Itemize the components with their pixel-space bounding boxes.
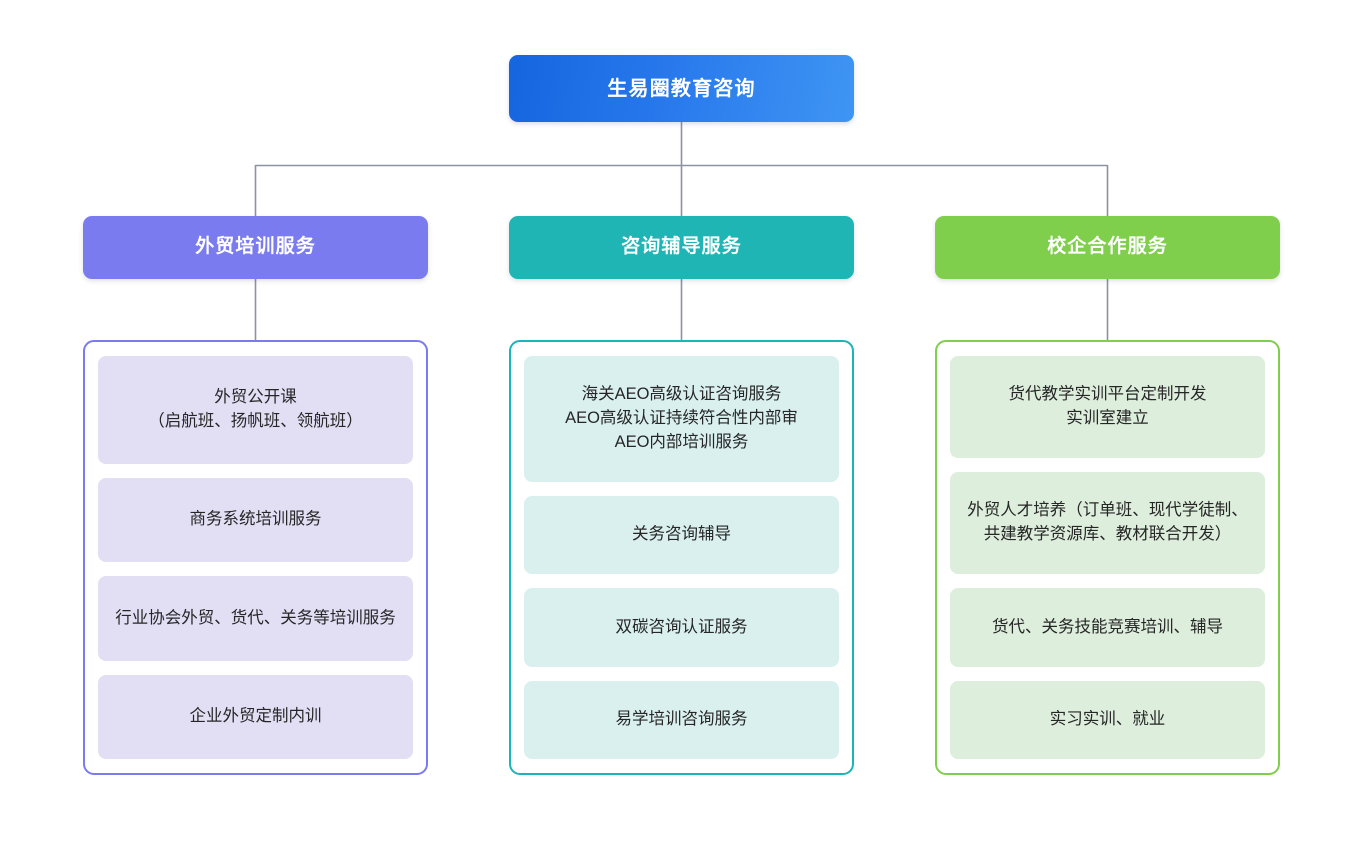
branch-item[interactable]: 货代、关务技能竞赛培训、辅导 [950, 588, 1265, 667]
branch-items-container-2: 货代教学实训平台定制开发 实训室建立 外贸人才培养（订单班、现代学徒制、共建教学… [935, 340, 1280, 775]
branch-column-1: 咨询辅导服务 海关AEO高级认证咨询服务 AEO高级认证持续符合性内部审 AEO… [509, 216, 854, 775]
branch-header-label-2: 校企合作服务 [1047, 236, 1168, 258]
branch-item[interactable]: 关务咨询辅导 [524, 496, 839, 575]
branch-item[interactable]: 企业外贸定制内训 [98, 674, 413, 759]
branch-header-label-0: 外贸培训服务 [195, 236, 316, 258]
branch-item[interactable]: 实习实训、就业 [950, 680, 1265, 760]
branch-header-label-1: 咨询辅导服务 [621, 236, 742, 258]
branch-item[interactable]: 商务系统培训服务 [98, 478, 413, 563]
branch-item[interactable]: 外贸公开课 （启航班、扬帆班、领航班） [98, 356, 413, 465]
branch-item[interactable]: 易学培训咨询服务 [524, 680, 839, 760]
branch-item[interactable]: 外贸人才培养（订单班、现代学徒制、共建教学资源库、教材联合开发） [950, 472, 1265, 575]
branch-items-container-1: 海关AEO高级认证咨询服务 AEO高级认证持续符合性内部审 AEO内部培训服务 … [509, 340, 854, 775]
root-node[interactable]: 生易圈教育咨询 [509, 55, 854, 122]
branch-header-2[interactable]: 校企合作服务 [935, 216, 1280, 279]
branch-item[interactable]: 货代教学实训平台定制开发 实训室建立 [950, 356, 1265, 459]
branch-item[interactable]: 行业协会外贸、货代、关务等培训服务 [98, 576, 413, 661]
root-node-label: 生易圈教育咨询 [607, 77, 756, 100]
branch-column-0: 外贸培训服务 外贸公开课 （启航班、扬帆班、领航班） 商务系统培训服务 行业协会… [83, 216, 428, 775]
branch-item[interactable]: 双碳咨询认证服务 [524, 588, 839, 667]
branch-header-0[interactable]: 外贸培训服务 [83, 216, 428, 279]
branch-header-1[interactable]: 咨询辅导服务 [509, 216, 854, 279]
branch-items-container-0: 外贸公开课 （启航班、扬帆班、领航班） 商务系统培训服务 行业协会外贸、货代、关… [83, 340, 428, 775]
branch-item[interactable]: 海关AEO高级认证咨询服务 AEO高级认证持续符合性内部审 AEO内部培训服务 [524, 356, 839, 483]
branch-column-2: 校企合作服务 货代教学实训平台定制开发 实训室建立 外贸人才培养（订单班、现代学… [935, 216, 1280, 775]
